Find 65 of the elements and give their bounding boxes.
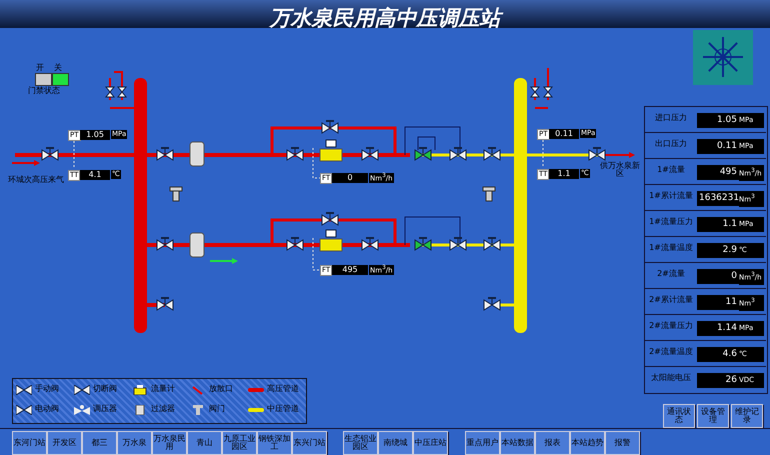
nav-button: 报警 bbox=[605, 431, 640, 455]
menu-button: 通讯状态 bbox=[663, 404, 695, 428]
nav-button: 本站趋势 bbox=[570, 431, 605, 455]
parameter-label: 1#流量温度 bbox=[648, 244, 694, 252]
menu-button: 设备管理 bbox=[697, 404, 729, 428]
value-display: 1.05 bbox=[697, 113, 739, 128]
nav-button: 九原工业园区 bbox=[222, 431, 257, 455]
value-display: 1.14 bbox=[697, 321, 739, 336]
nav-button: 东兴门站 bbox=[292, 431, 327, 455]
legend-label: 阀门 bbox=[209, 405, 225, 413]
value-display: 0 bbox=[697, 269, 739, 284]
legend-label: 放散口 bbox=[209, 385, 233, 393]
parameter-label: 2#累计流量 bbox=[648, 296, 694, 304]
value-display: 4.1 bbox=[80, 170, 110, 180]
parameter-label: 2#流量压力 bbox=[648, 322, 694, 330]
nav-button: 万水泉 bbox=[117, 431, 152, 455]
switch-label: 开 bbox=[36, 64, 44, 72]
title: 万水泉民用高中压调压站 bbox=[200, 4, 570, 32]
parameter-label: 出口压力 bbox=[654, 140, 688, 148]
value-display: 1.1 bbox=[549, 169, 579, 179]
nav-button: 青山 bbox=[187, 431, 222, 455]
inlet-label: 环城次高压来气 bbox=[7, 176, 65, 184]
nav-button: 本站数据 bbox=[500, 431, 535, 455]
value-display: 2.9 bbox=[697, 243, 739, 258]
outlet-label: 供万水泉新区 bbox=[599, 162, 641, 178]
value-display: 11 bbox=[697, 295, 739, 310]
value-display: 1.05 bbox=[80, 130, 110, 140]
status-label: 门禁状态 bbox=[28, 87, 60, 95]
parameter-label: 2#流量温度 bbox=[648, 348, 694, 356]
parameter-label: 进口压力 bbox=[654, 114, 688, 122]
legend-label: 切断阀 bbox=[93, 385, 117, 393]
nav-button: 中压庄站 bbox=[413, 431, 448, 455]
value-display: 495 bbox=[332, 265, 368, 275]
parameter-label: 1#累计流量 bbox=[648, 192, 694, 200]
parameter-label: 太阳能电压 bbox=[650, 374, 692, 382]
legend-label: 电动阀 bbox=[35, 405, 59, 413]
value-display: 26 bbox=[697, 373, 739, 388]
menu-button: 维护记录 bbox=[731, 404, 763, 428]
legend-label: 过滤器 bbox=[151, 405, 175, 413]
legend-label: 高压管道 bbox=[267, 385, 299, 393]
value-display: 4.6 bbox=[697, 347, 739, 362]
value-display: 0.11 bbox=[697, 139, 739, 154]
value-display: 0 bbox=[332, 173, 368, 183]
nav-button: 重点用户 bbox=[465, 431, 500, 455]
value-display: 0.11 bbox=[549, 129, 579, 139]
switch-label: 关 bbox=[54, 64, 62, 72]
nav-button: 南绕城 bbox=[378, 431, 413, 455]
nav-button: 开发区 bbox=[47, 431, 82, 455]
nav-button: 都三 bbox=[82, 431, 117, 455]
signal-line bbox=[542, 140, 544, 168]
parameter-label: 1#流量 bbox=[656, 166, 686, 174]
value-display: 495 bbox=[697, 165, 739, 180]
legend-label: 中压管道 bbox=[267, 405, 299, 413]
nav-button: 万水泉民用 bbox=[152, 431, 187, 455]
parameter-label: 2#流量 bbox=[656, 270, 686, 278]
nav-button: 东河门站 bbox=[12, 431, 47, 455]
nav-button: 生态铝业园区 bbox=[343, 431, 378, 455]
legend-label: 流量计 bbox=[151, 385, 175, 393]
value-display: 1636231 bbox=[697, 191, 739, 206]
nav-button: 报表 bbox=[535, 431, 570, 455]
value-display: 1.1 bbox=[697, 217, 739, 232]
parameter-label: 1#流量压力 bbox=[648, 218, 694, 226]
legend-label: 手动阀 bbox=[35, 385, 59, 393]
legend-label: 调压器 bbox=[93, 405, 117, 413]
nav-button: 钢铁深加工 bbox=[257, 431, 292, 455]
